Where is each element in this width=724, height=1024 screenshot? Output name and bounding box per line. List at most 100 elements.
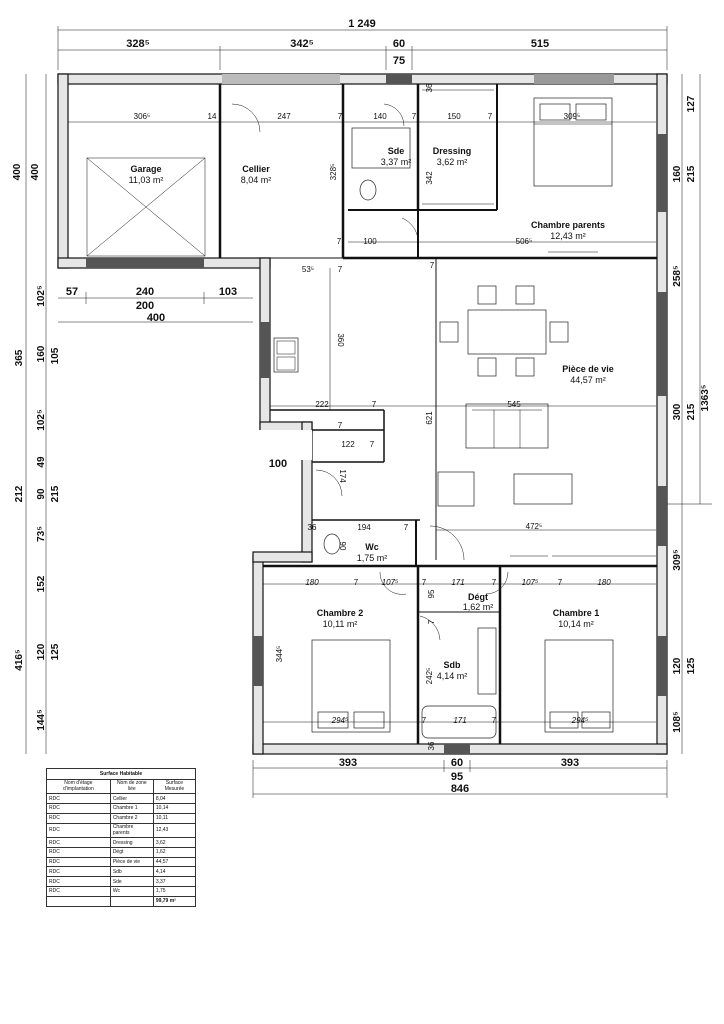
table-cell: 3,62 bbox=[152, 837, 197, 848]
table-row: RDC Wc 1,75 bbox=[46, 886, 197, 897]
inner-dim-12: 342 bbox=[425, 171, 434, 185]
dim-right-11: 108⁵ bbox=[672, 711, 683, 733]
inner-dim-43: 95 bbox=[427, 589, 436, 598]
inner-dim-30: 194 bbox=[357, 523, 371, 532]
inner-dim-35: 7 bbox=[354, 578, 359, 587]
inner-dim-3: 247 bbox=[277, 112, 291, 121]
table-cell: RDC bbox=[46, 856, 111, 868]
table-cell: Sdb bbox=[109, 866, 154, 878]
inner-dim-33: 472⁵ bbox=[526, 522, 543, 531]
table-cell: Dressing bbox=[109, 837, 154, 848]
dim-left-9: 212 bbox=[14, 485, 25, 502]
room-chambre-parents-area: 12,43 m² bbox=[550, 231, 586, 241]
room-sdb-name: Sdb bbox=[444, 660, 462, 670]
dining-table bbox=[439, 285, 569, 377]
inner-dim-28: 100 bbox=[269, 458, 287, 470]
dim-right-3: 215 bbox=[686, 165, 697, 182]
inner-dim-50: 7 bbox=[492, 716, 497, 725]
inner-dim-9: 309⁵ bbox=[564, 112, 581, 121]
inner-dim-23: 621 bbox=[425, 411, 434, 425]
dim-left-16: 125 bbox=[50, 643, 61, 660]
inner-dim-15: 506⁵ bbox=[516, 237, 533, 246]
table-cell: 1,62 bbox=[152, 846, 197, 858]
inner-dim-26: 7 bbox=[370, 440, 375, 449]
room-piece-de-vie-name: Pièce de vie bbox=[562, 364, 614, 374]
inner-dim-40: 107⁵ bbox=[522, 578, 539, 587]
inner-dim-1: 306⁵ bbox=[134, 112, 151, 121]
table-row: RDC Sde 3,37 bbox=[46, 876, 197, 888]
dim-left-1: 400 bbox=[30, 163, 41, 180]
room-dressing-area: 3,62 m² bbox=[437, 157, 468, 167]
inner-dim-24: 7 bbox=[338, 421, 343, 430]
table-row: RDC Chambre 1 10,14 bbox=[46, 802, 197, 814]
surface-total: 99,79 m² bbox=[152, 895, 197, 907]
inner-dim-4: 7 bbox=[338, 112, 343, 121]
table-cell: RDC bbox=[46, 793, 111, 804]
table-cell: RDC bbox=[46, 822, 111, 839]
windows bbox=[86, 74, 667, 754]
surface-table: Surface Habitable Nom d'étage d'implanta… bbox=[46, 768, 197, 907]
table-row: RDC Dégt 1,62 bbox=[46, 846, 197, 858]
table-cell: 12,43 bbox=[152, 822, 197, 839]
table-row: RDC Chambre 2 10,11 bbox=[46, 812, 197, 824]
dim-bottom-c: 393 bbox=[561, 757, 579, 769]
room-piece-de-vie-area: 44,57 m² bbox=[570, 375, 606, 385]
inner-dim-41: 7 bbox=[558, 578, 563, 587]
room-cellier-area: 8,04 m² bbox=[241, 175, 272, 185]
dim-left-12: 73⁵ bbox=[36, 526, 47, 542]
dim-left-7: 102⁵ bbox=[36, 409, 47, 431]
table-cell: 4,14 bbox=[152, 866, 197, 878]
armchair bbox=[437, 471, 475, 507]
room-garage-area: 11,03 m² bbox=[129, 175, 164, 185]
inner-dim-10: 36 bbox=[425, 83, 434, 92]
inner-dim-11: 328⁵ bbox=[329, 164, 338, 181]
dim-top-d: 515 bbox=[531, 38, 549, 50]
table-cell: RDC bbox=[46, 812, 111, 824]
dimension-lines-bottom: 393 60 393 95 846 bbox=[252, 757, 668, 798]
dim-garage-a: 57 bbox=[66, 286, 78, 298]
inner-dim-32: 90 bbox=[338, 542, 347, 551]
inner-dim-34: 180 bbox=[305, 578, 319, 587]
dim-right-1: 127 bbox=[686, 95, 697, 112]
inner-dim-21: 7 bbox=[372, 400, 377, 409]
dim-top-b: 342⁵ bbox=[290, 38, 314, 50]
dim-left-6: 105 bbox=[50, 347, 61, 364]
room-sdb-area: 4,14 m² bbox=[437, 671, 468, 681]
dim-left-13: 152 bbox=[36, 575, 47, 592]
room-garage-name: Garage bbox=[130, 164, 161, 174]
table-cell: 8,04 bbox=[152, 793, 197, 804]
inner-dim-20: 222 bbox=[315, 400, 329, 409]
dim-bottom-b: 60 bbox=[451, 757, 463, 769]
room-chambre1-area: 10,14 m² bbox=[558, 619, 594, 629]
dim-garage-e: 400 bbox=[147, 312, 165, 324]
table-cell: RDC bbox=[46, 846, 111, 858]
inner-dim-27: 174 bbox=[338, 469, 347, 483]
room-cellier-name: Cellier bbox=[242, 164, 270, 174]
sdb-vanity bbox=[477, 627, 497, 695]
table-cell: Cellier bbox=[109, 793, 154, 804]
table-cell: Pièce de vie bbox=[109, 856, 154, 868]
inner-dim-36: 107⁵ bbox=[382, 578, 399, 587]
table-cell bbox=[46, 895, 111, 907]
table-row: RDC Sdb 4,14 bbox=[46, 866, 197, 878]
room-degt-name: Dégt bbox=[468, 592, 488, 602]
room-dressing-name: Dressing bbox=[433, 146, 472, 156]
bed-chambre2 bbox=[311, 639, 391, 733]
dim-garage-c: 103 bbox=[219, 286, 237, 298]
inner-dim-22: 545 bbox=[507, 400, 521, 409]
dimension-lines-top: 1 249 328⁵ 342⁵ 60 515 75 bbox=[57, 18, 668, 70]
interior-walls bbox=[218, 84, 657, 744]
inner-dim-13: 100 bbox=[363, 237, 377, 246]
table-cell: 1,75 bbox=[152, 886, 197, 897]
inner-dim-17: 53⁵ bbox=[302, 265, 314, 274]
table-cell: 44,57 bbox=[152, 856, 197, 868]
bed-chambre1 bbox=[544, 639, 614, 733]
inner-dim-29: 36 bbox=[308, 523, 317, 532]
table-cell: Dégt bbox=[109, 846, 154, 858]
inner-dim-18: 7 bbox=[338, 265, 343, 274]
dim-left-2: 400 bbox=[12, 163, 23, 180]
table-row: RDC Cellier 8,04 bbox=[46, 793, 197, 804]
dim-right-6: 215 bbox=[686, 403, 697, 420]
dim-left-8: 49 bbox=[36, 456, 47, 468]
